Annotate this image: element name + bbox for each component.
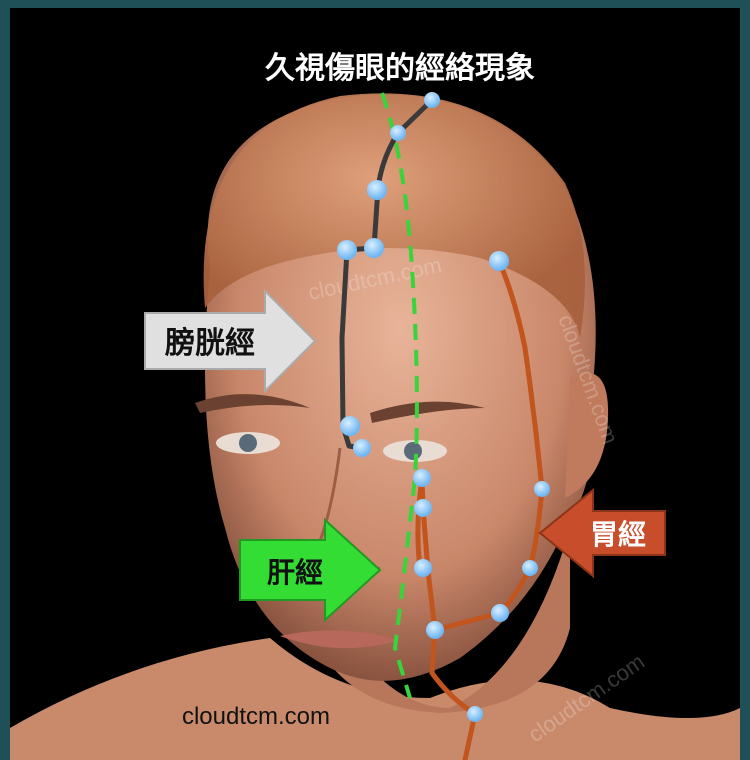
acupoint <box>340 416 360 436</box>
acupoint <box>489 251 509 271</box>
acupoint <box>522 560 538 576</box>
acupoint <box>424 92 440 108</box>
liver-label: 肝經 <box>267 556 323 589</box>
acupoint <box>467 706 483 722</box>
stomach-label: 胃經 <box>590 518 646 551</box>
acupoint <box>390 125 406 141</box>
acupoint <box>413 469 431 487</box>
page-title: 久視傷眼的經絡現象 <box>265 51 535 86</box>
acupoint <box>353 439 371 457</box>
acupoint <box>491 604 509 622</box>
right-iris <box>404 442 422 460</box>
acupoint <box>534 481 550 497</box>
illustration-frame: cloudtcm.com cloudtcm.com cloudtcm.com <box>10 8 740 760</box>
acupoint <box>364 238 384 258</box>
acupoint <box>414 559 432 577</box>
acupoint <box>367 180 387 200</box>
left-iris <box>239 434 257 452</box>
acupoint <box>426 621 444 639</box>
brand-text: cloudtcm.com <box>182 703 330 730</box>
bladder-label: 膀胱經 <box>164 326 255 361</box>
acupoint <box>337 240 357 260</box>
acupoint <box>414 499 432 517</box>
head-illustration: cloudtcm.com cloudtcm.com cloudtcm.com <box>10 8 740 760</box>
